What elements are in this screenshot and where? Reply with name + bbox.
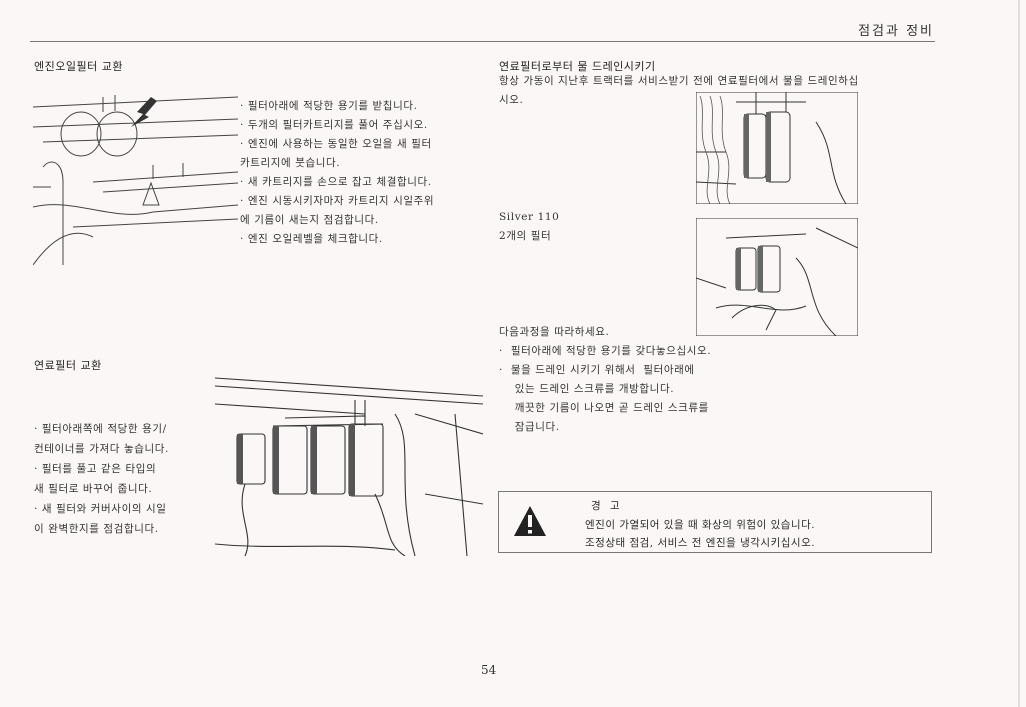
model-label: Silver 110 <box>499 211 560 223</box>
drain-intro: 항상 가동이 지난후 트랙터를 서비스받기 전에 연료필터에서 물을 드레인하십… <box>499 72 859 110</box>
warning-title: 경 고 <box>591 500 623 512</box>
warning-triangle-icon <box>514 506 546 536</box>
drain-steps-intro: 다음과정을 따라하세요. <box>499 326 610 338</box>
intro-line: 시오. <box>499 94 524 106</box>
page-edge <box>1018 0 1020 707</box>
warning-line: 엔진이 가열되어 있을 때 화상의 위험이 있습니다. <box>585 519 816 531</box>
intro-line: 항상 가동이 지난후 트랙터를 서비스받기 전에 연료필터에서 물을 드레인하십 <box>499 75 859 87</box>
drain-water-heading: 연료필터로부터 물 드레인시키기 <box>499 60 656 73</box>
instruction-line: · 엔진에 사용하는 동일한 오일을 새 필터 <box>240 138 432 150</box>
page-number: 54 <box>481 663 497 677</box>
instruction-line: · 두개의 필터카트리지를 풀어 주십시오. <box>240 119 428 131</box>
oil-filter-illustration <box>33 95 238 265</box>
instruction-line: · 엔진 시동시키자마자 카트리지 시일주위 <box>240 195 435 207</box>
instruction-line: 에 기름이 새는지 점검합니다. <box>240 214 379 226</box>
instruction-line: 새 필터로 바꾸어 줍니다. <box>34 483 153 495</box>
instruction-line: · 새 필터와 커버사이의 시일 <box>34 503 167 515</box>
oil-filter-instructions: · 필터아래에 적당한 용기를 받칩니다. · 두개의 필터카트리지를 풀어 주… <box>240 97 434 249</box>
model-info: Silver 110 2개의 필터 <box>499 208 559 246</box>
instruction-line: · 새 카트리지를 손으로 잡고 체결합니다. <box>240 176 432 188</box>
step-line: 있는 드레인 스크류를 개방합니다. <box>499 383 675 395</box>
instruction-line: · 필터아래쪽에 적당한 용기/ <box>34 423 167 435</box>
step-line: 깨끗한 기름이 나오면 곧 드레인 스크류를 <box>499 402 709 414</box>
filter-photo-top <box>696 92 858 204</box>
header-rule <box>30 41 935 42</box>
oil-filter-heading: 엔진오일필터 교환 <box>34 60 123 73</box>
step-line: · 물을 드레인 시키기 위해서 필터아래에 <box>499 364 695 376</box>
warning-line: 조정상태 점검, 서비스 전 엔진을 냉각시키십시오. <box>585 537 816 549</box>
filter-count-label: 2개의 필터 <box>499 230 552 242</box>
step-line: 잠급니다. <box>499 421 560 433</box>
instruction-line: · 엔진 오일레벨을 체크합니다. <box>240 233 383 245</box>
step-line: · 필터아래에 적당한 용기를 갖다놓으십시오. <box>499 345 712 357</box>
instruction-line: · 필터아래에 적당한 용기를 받칩니다. <box>240 100 418 112</box>
page-header-title: 점검과 정비 <box>858 24 934 39</box>
drain-steps: · 필터아래에 적당한 용기를 갖다놓으십시오. · 물을 드레인 시키기 위해… <box>499 342 711 437</box>
fuel-filter-heading: 연료필터 교환 <box>34 359 102 372</box>
filter-photo-bottom <box>696 218 858 336</box>
instruction-line: 카트리지에 붓습니다. <box>240 157 341 169</box>
warning-box: 경 고 엔진이 가열되어 있을 때 화상의 위험이 있습니다. 조정상태 점검,… <box>498 491 932 553</box>
fuel-filter-illustration <box>215 377 483 556</box>
instruction-line: · 필터를 풀고 같은 타입의 <box>34 463 157 475</box>
instruction-line: 컨테이너를 가져다 놓습니다. <box>34 443 169 455</box>
fuel-filter-instructions: · 필터아래쪽에 적당한 용기/ 컨테이너를 가져다 놓습니다. · 필터를 풀… <box>34 419 169 539</box>
instruction-line: 이 완벽한지를 점검합니다. <box>34 523 159 535</box>
